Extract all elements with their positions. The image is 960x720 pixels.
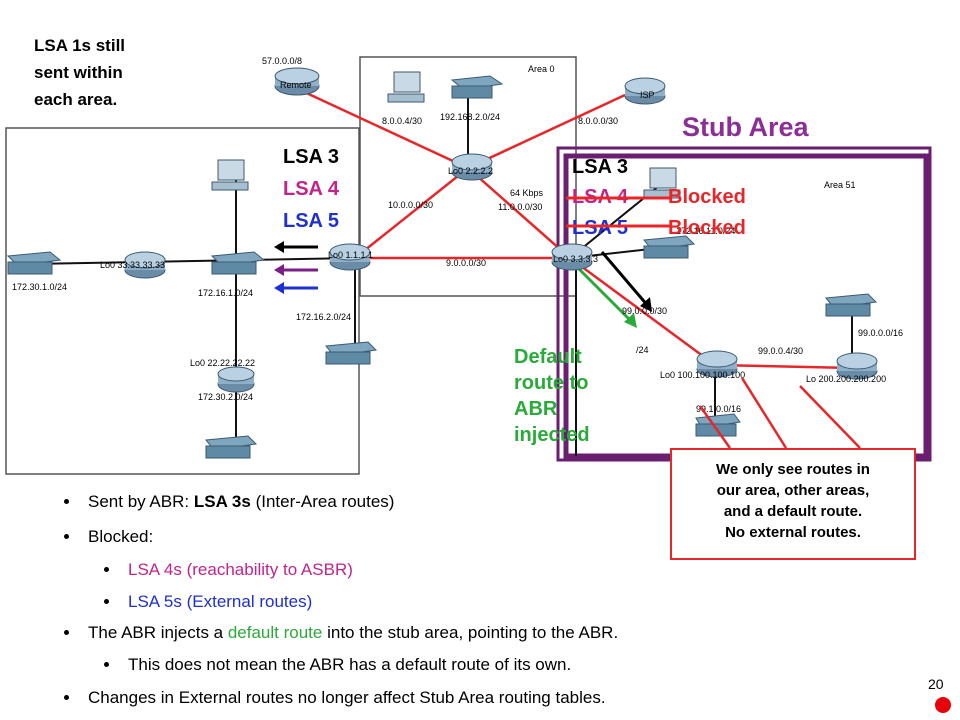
default-route-note: Default route to ABR injected bbox=[514, 344, 590, 448]
lsa1-callout: LSA 1s still sent within each area. bbox=[34, 32, 125, 113]
lan-192-label: 192.168.2.0/24 bbox=[440, 112, 500, 122]
link-99-0-0-label: 99.0.0.0/30 bbox=[622, 306, 667, 316]
lo-3333-label: Lo0 3.3.3.3 bbox=[553, 254, 598, 264]
callout-pointers bbox=[698, 377, 861, 449]
bullet-dot bbox=[64, 499, 69, 504]
routes-callout-line1: We only see routes in bbox=[716, 461, 870, 478]
bullet-abr-bold: LSA 3s bbox=[193, 492, 251, 511]
bullet-dot bbox=[104, 662, 109, 667]
right-lsa5-label: LSA 5 bbox=[572, 217, 628, 239]
link-99-0-4-label: 99.0.0.4/30 bbox=[758, 346, 803, 356]
router-33-icon bbox=[124, 251, 166, 279]
pc-area0-icon bbox=[387, 71, 425, 103]
area0-label: Area 0 bbox=[528, 64, 555, 74]
stub-area-title: Stub Area bbox=[682, 112, 809, 142]
bullet-inject-pre: The ABR injects a bbox=[88, 623, 228, 642]
blocked-strike-lines bbox=[566, 196, 670, 228]
lo-200-label: Lo 200.200.200.200 bbox=[806, 374, 886, 384]
routes-callout-box: We only see routes in our area, other ar… bbox=[670, 448, 916, 560]
bullet-lsa5: LSA 5s (External routes) bbox=[128, 592, 313, 611]
bullet-dot bbox=[64, 695, 69, 700]
routes-callout-line4: No external routes. bbox=[725, 524, 861, 541]
router-1111-icon bbox=[329, 243, 371, 271]
lan-172-16-1-label: 172.16.1.0/24 bbox=[198, 288, 253, 298]
bullet-abr-sends: Sent by ABR: LSA 3s (Inter-Area routes) bbox=[88, 492, 394, 512]
left-area-box bbox=[5, 127, 360, 475]
kbps-label: 64 Kbps bbox=[510, 188, 544, 198]
network-labels: Area 0 Area 51 57.0.0.0/8 Remote ISP 8.0… bbox=[12, 56, 903, 414]
routes-callout-line2: our area, other areas, bbox=[716, 482, 870, 499]
bullet-dot bbox=[64, 534, 69, 539]
routes-callout-line3: and a default route. bbox=[723, 503, 863, 520]
lsa1-callout-line3: each area. bbox=[34, 90, 118, 109]
bullet-not-own-default: This does not mean the ABR has a default… bbox=[128, 655, 572, 674]
link-10-label: 10.0.0.0/30 bbox=[388, 200, 433, 210]
remote-net-label: 57.0.0.0/8 bbox=[262, 56, 302, 66]
link-11-label: 11.0.0.0/30 bbox=[498, 202, 542, 212]
isp-router-label: ISP bbox=[640, 90, 655, 100]
router-isp-icon bbox=[624, 77, 666, 105]
bullet-dot bbox=[104, 599, 109, 604]
page-number: 20 bbox=[928, 676, 944, 692]
bullet-dot bbox=[64, 630, 69, 635]
right-lsa3-label: LSA 3 bbox=[572, 156, 628, 178]
router-2222-icon bbox=[451, 153, 493, 181]
lsa1-callout-line1: LSA 1s still bbox=[34, 36, 126, 55]
pc-left-icon bbox=[211, 159, 249, 191]
bullet-inject-post: into the stub area, pointing to the ABR. bbox=[322, 623, 619, 642]
bullet-inject-green: default route bbox=[227, 623, 323, 642]
link-8000-label: 8.0.0.0/30 bbox=[578, 116, 618, 126]
area0-box bbox=[359, 56, 577, 297]
left-lsa3-label: LSA 3 bbox=[283, 146, 339, 168]
bullet-lsa4: LSA 4s (reachability to ASBR) bbox=[128, 560, 353, 579]
lsa-arrows bbox=[274, 241, 652, 328]
router-22-icon bbox=[217, 366, 255, 393]
default-note-line3: ABR bbox=[514, 398, 558, 420]
lan-172-30-1-label: 172.30.1.0/24 bbox=[12, 282, 67, 292]
remote-router-label: Remote bbox=[280, 80, 312, 90]
lo-33-label: Lo0 33.33.33.33 bbox=[100, 260, 165, 270]
lo-22-label: Lo0 22.22.22.22 bbox=[190, 358, 255, 368]
area51-label: Area 51 bbox=[824, 180, 856, 190]
bullet-dot bbox=[104, 567, 109, 572]
link-9-label: 9.0.0.0/30 bbox=[446, 258, 486, 268]
router-100-icon bbox=[696, 350, 738, 378]
router-icons bbox=[124, 67, 878, 393]
router-200-icon bbox=[836, 352, 878, 380]
bullet-external-changes: Changes in External routes no longer aff… bbox=[88, 688, 606, 707]
lo-1111-label: Lo0 1.1.1.1 bbox=[328, 250, 373, 260]
pc-icons bbox=[211, 71, 681, 199]
default-note-line2: route to bbox=[514, 372, 589, 394]
lan-99-0-0-16-label: 99.0.0.0/16 bbox=[858, 328, 903, 338]
lan-172-16-2-label: 172.16.2.0/24 bbox=[296, 312, 351, 322]
lo-100-label: Lo0 100.100.100.100 bbox=[660, 370, 745, 380]
lan-172-30-2-label: 172.30.2.0/24 bbox=[198, 392, 253, 402]
default-note-line1: Default bbox=[514, 346, 582, 368]
left-lsa5-label: LSA 5 bbox=[283, 210, 339, 232]
bullet-blocked: Blocked: bbox=[88, 527, 154, 546]
lan-99-1-label: 99.1.0.0/16 bbox=[696, 404, 741, 414]
bullet-abr-injects: The ABR injects a default route into the… bbox=[88, 623, 618, 643]
lsa1-callout-line2: sent within bbox=[34, 63, 123, 82]
bullet-abr-post: (Inter-Area routes) bbox=[250, 492, 395, 511]
left-lsa4-label: LSA 4 bbox=[283, 178, 339, 200]
default-note-line4: injected bbox=[514, 424, 590, 446]
lan-24-label: /24 bbox=[636, 345, 649, 355]
router-remote-icon bbox=[274, 67, 320, 96]
lsa4-blocked-label: Blocked bbox=[668, 186, 746, 208]
bullet-abr-pre: Sent by ABR: bbox=[88, 492, 194, 511]
lo-2222-label: Lo0 2.2.2.2 bbox=[448, 166, 493, 176]
lsa5-blocked-label: Blocked bbox=[668, 217, 746, 239]
lan-172-16-11-label: 172.16.11.0/24 bbox=[676, 226, 735, 236]
link-8004-label: 8.0.0.4/30 bbox=[382, 116, 422, 126]
red-record-dot bbox=[935, 697, 951, 713]
router-3333-icon bbox=[551, 243, 593, 271]
red-links bbox=[299, 88, 853, 370]
